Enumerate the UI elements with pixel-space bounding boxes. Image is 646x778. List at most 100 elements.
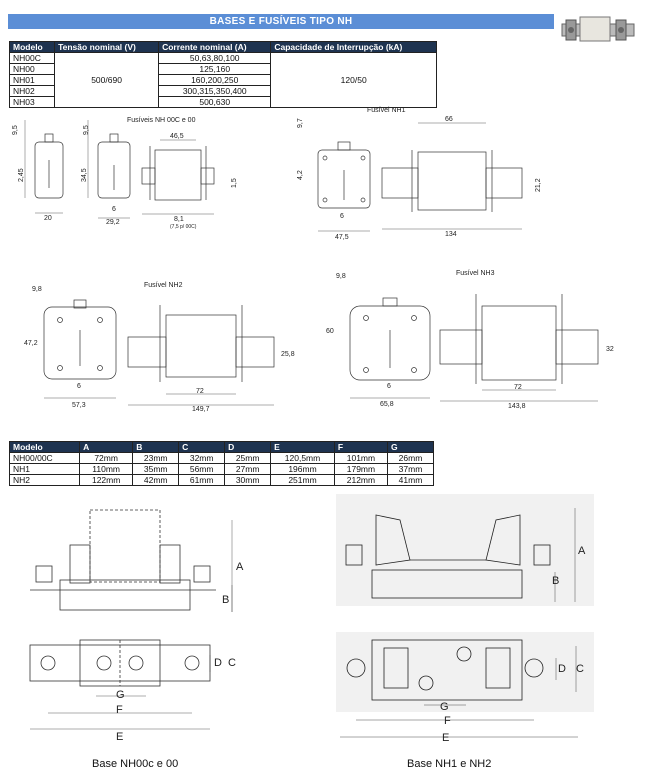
dim-label: 9,7: [297, 118, 304, 128]
nh3-side-view: [481, 305, 557, 381]
fuse-drawings: Fusíveis NH 00C e 00 9,5 9,5 2,45 34,5 2…: [12, 107, 614, 413]
cell: 122mm: [79, 474, 134, 486]
dim-label: 66: [445, 116, 453, 123]
right-base-caption: Base NH1 e NH2: [407, 758, 492, 770]
nh2-side-view: [165, 314, 237, 378]
dim-label: 72: [196, 388, 204, 395]
dim-label: 134: [445, 231, 457, 238]
dim-label: 60: [326, 328, 334, 335]
col-header: A: [79, 441, 134, 453]
col-header: D: [224, 441, 272, 453]
base-nh00-elevation: [30, 509, 233, 612]
model-cell: NH03: [8, 96, 56, 108]
cell: 37mm: [386, 463, 435, 475]
dim-label: 25,8: [281, 351, 295, 358]
dim-label: 9,8: [32, 286, 42, 293]
cell: 251mm: [270, 474, 335, 486]
dim-label: (7,5 p/ 00C): [170, 224, 197, 230]
cell: 32mm: [178, 452, 226, 464]
dim-letter-g: G: [116, 689, 125, 701]
cell: 30mm: [224, 474, 272, 486]
dim-letter-e: E: [442, 732, 449, 744]
dim-label: 4,2: [297, 170, 304, 180]
dim-label: 9,8: [336, 273, 346, 280]
nh3-label: Fusível NH3: [456, 270, 495, 277]
dim-letter-c: C: [228, 657, 236, 669]
col-header: F: [333, 441, 388, 453]
cell: 26mm: [386, 452, 435, 464]
cell: 101mm: [333, 452, 388, 464]
dim-label: 6: [387, 383, 391, 390]
dim-label: 57,3: [72, 402, 86, 409]
cell: 72mm: [79, 452, 134, 464]
cell: NH1: [8, 463, 81, 475]
cell: 25mm: [224, 452, 272, 464]
base-nh1-plan: [336, 632, 594, 738]
col-header: Modelo: [8, 441, 81, 453]
cell: NH2: [8, 474, 81, 486]
cell: 23mm: [132, 452, 180, 464]
dim-label: 72: [514, 384, 522, 391]
cell: 41mm: [386, 474, 435, 486]
cell: 35mm: [132, 463, 180, 475]
cell: 110mm: [79, 463, 134, 475]
dim-letter-b: B: [222, 594, 229, 606]
dim-label: 47,5: [335, 234, 349, 241]
voltage-cell: 500/690: [54, 52, 160, 108]
dim-label: 46,5: [170, 133, 184, 140]
base-nh1-elevation: [336, 494, 594, 606]
dim-label: 143,8: [508, 403, 526, 410]
dim-letter-d: D: [558, 663, 566, 675]
col-header: G: [386, 441, 435, 453]
dim-label: 34,5: [81, 168, 88, 182]
nh2-front-view: [43, 306, 117, 380]
dim-label: 65,8: [380, 401, 394, 408]
cell: 179mm: [333, 463, 388, 475]
dim-label: 8,1: [174, 216, 184, 223]
dim-label: 1,5: [231, 178, 238, 188]
dim-letter-c: C: [576, 663, 584, 675]
dim-label: 149,7: [192, 406, 210, 413]
dim-letter-b: B: [552, 575, 559, 587]
dim-label: 6: [77, 383, 81, 390]
cell: 27mm: [224, 463, 272, 475]
ratings-table: Modelo Tensão nominal (V) Corrente nomin…: [8, 41, 437, 108]
cell: 196mm: [270, 463, 335, 475]
table-row: NH2 122mm 42mm 61mm 30mm 251mm 212mm 41m…: [8, 474, 435, 486]
table-row: NH1 110mm 35mm 56mm 27mm 196mm 179mm 37m…: [8, 463, 435, 475]
nh00-side-view: [154, 149, 202, 201]
cell: 61mm: [178, 474, 226, 486]
dim-letter-f: F: [116, 704, 123, 716]
cell: 42mm: [132, 474, 180, 486]
nh1-label: Fusível NH1: [367, 107, 406, 114]
dimensions-table: Modelo A B C D E F G NH00/00C 72mm 23mm …: [8, 441, 435, 486]
cell: 212mm: [333, 474, 388, 486]
left-base-caption: Base NH00c e 00: [92, 758, 179, 770]
dim-label: 6: [112, 206, 116, 213]
dim-label: 32: [606, 346, 614, 353]
page-title: BASES E FUSÍVEIS TIPO NH: [8, 14, 554, 29]
dim-letter-d: D: [214, 657, 222, 669]
col-header: B: [132, 441, 180, 453]
dim-label: 6: [340, 213, 344, 220]
current-cell: 500,630: [158, 96, 272, 108]
dim-label: 47,2: [24, 340, 38, 347]
col-header: E: [270, 441, 335, 453]
dim-letter-f: F: [444, 715, 451, 727]
cell: 120,5mm: [270, 452, 335, 464]
dim-label: 2,45: [18, 168, 25, 182]
dim-letter-g: G: [440, 701, 449, 713]
dim-label: 21,2: [535, 178, 542, 192]
dim-label: 9,5: [83, 125, 90, 135]
cell: 56mm: [178, 463, 226, 475]
dim-letter-e: E: [116, 731, 123, 743]
dim-label: 20: [44, 215, 52, 222]
dim-letter-a: A: [236, 561, 244, 573]
dim-letter-a: A: [578, 545, 586, 557]
nh00-label: Fusíveis NH 00C e 00: [127, 117, 196, 124]
base-nh00-plan: [29, 639, 211, 730]
table-row: NH00/00C 72mm 23mm 32mm 25mm 120,5mm 101…: [8, 452, 435, 464]
col-header: Modelo: [8, 41, 56, 53]
nh2-label: Fusível NH2: [144, 282, 183, 289]
cell: NH00/00C: [8, 452, 81, 464]
